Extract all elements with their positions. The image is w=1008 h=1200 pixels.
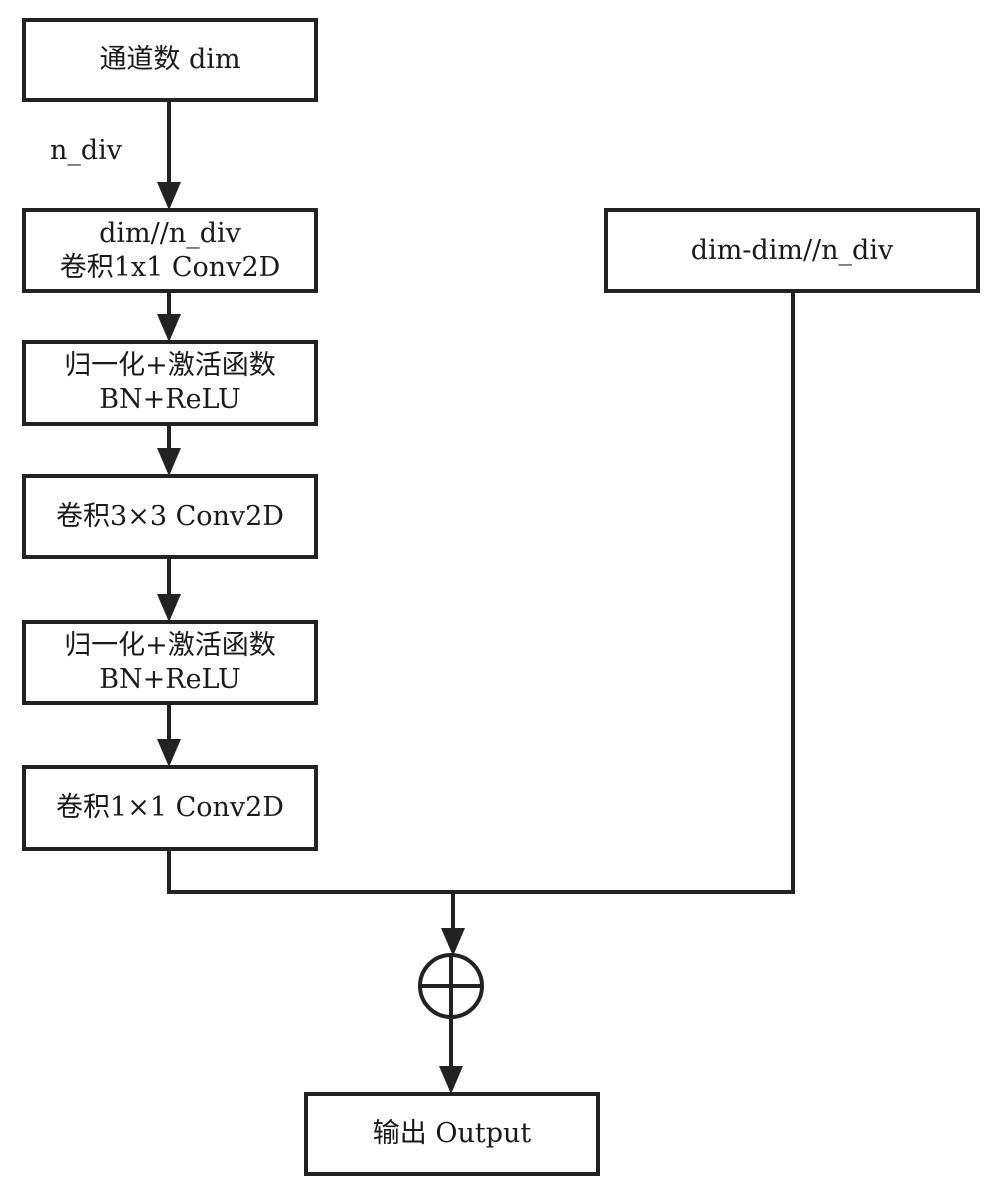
arrowhead xyxy=(157,739,181,767)
node-bn-relu-1: 归一化+激活函数 BN+ReLU xyxy=(22,340,318,426)
node-bn-relu-2: 归一化+激活函数 BN+ReLU xyxy=(22,620,318,705)
connector-conv-branch-to-merge xyxy=(167,291,795,894)
node-bn-relu-1-line2: BN+ReLU xyxy=(99,384,241,415)
arrowhead xyxy=(441,928,465,956)
node-conv1x1-reduce: dim//n_div 卷积1x1 Conv2D xyxy=(22,208,318,293)
node-bn-relu-1-line1: 归一化+激活函数 xyxy=(64,350,276,381)
node-identity: dim-dim//n_div xyxy=(604,208,980,293)
arrowhead xyxy=(157,448,181,476)
node-output: 输出 Output xyxy=(304,1092,600,1176)
node-input-label: 通道数 dim xyxy=(99,44,241,75)
arrowhead xyxy=(157,594,181,622)
node-conv3x3-label: 卷积3×3 Conv2D xyxy=(56,500,284,532)
node-conv1x1-reduce-line1: dim//n_div xyxy=(99,217,241,249)
node-input: 通道数 dim xyxy=(22,18,318,102)
node-identity-label: dim-dim//n_div xyxy=(690,234,894,266)
arrowhead xyxy=(439,1066,463,1094)
node-conv1x1-expand: 卷积1×1 Conv2D xyxy=(22,765,318,851)
arrowhead xyxy=(157,314,181,342)
node-bn-relu-2-line1: 归一化+激活函数 xyxy=(64,629,276,661)
node-output-label: 输出 Output xyxy=(372,1118,532,1149)
node-conv1x1-expand-label: 卷积1×1 Conv2D xyxy=(56,792,284,823)
node-conv1x1-reduce-line2: 卷积1x1 Conv2D xyxy=(59,251,281,283)
node-conv3x3: 卷积3×3 Conv2D xyxy=(22,474,318,559)
edge-label-split: n_div xyxy=(50,135,123,166)
node-bn-relu-2-line2: BN+ReLU xyxy=(99,663,241,695)
arrowhead xyxy=(157,182,181,210)
